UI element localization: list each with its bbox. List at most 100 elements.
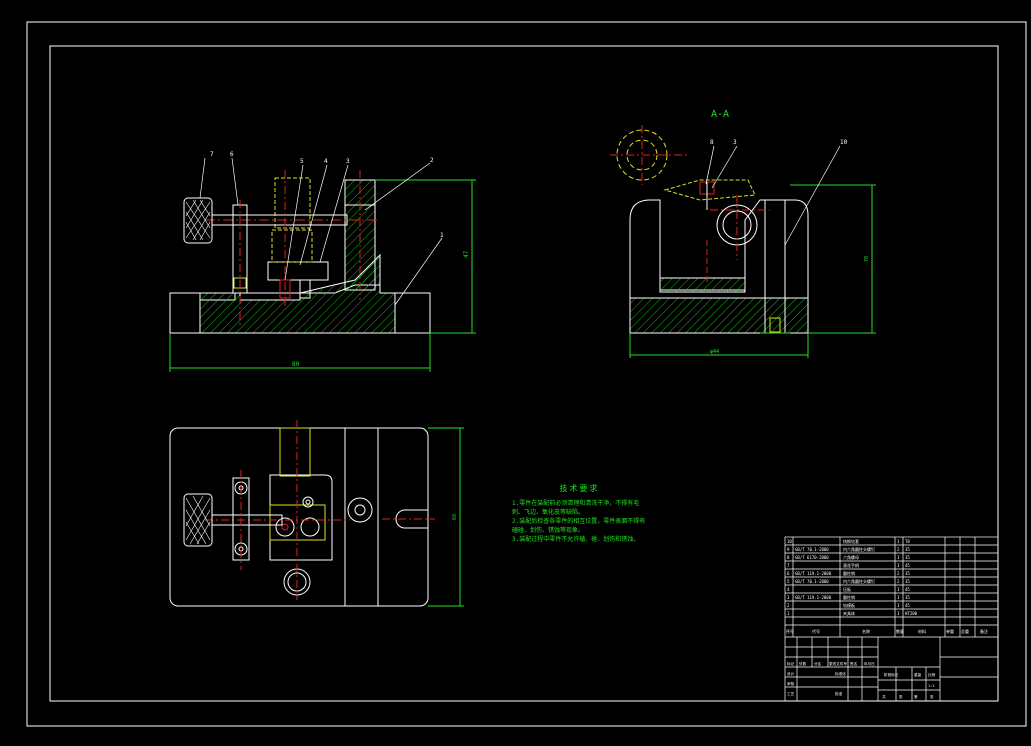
- sign-label: 标准化: [835, 671, 846, 676]
- front-height-dimension: 47: [463, 250, 470, 258]
- bom-row-name: 内六角圆柱头螺钉: [843, 546, 875, 552]
- bom-row-index: 3: [787, 595, 790, 600]
- scale-label: 阶段标记: [884, 672, 899, 677]
- bom-row-qty: 2: [897, 571, 900, 576]
- bom-row-name: 夹具体: [843, 610, 855, 616]
- bom-header: 序号 代号 名称 数量 材料 单重 总重 备注: [786, 628, 988, 634]
- outer-frame: [26, 21, 1027, 727]
- balloon-2: 2: [430, 157, 434, 164]
- bom-rows: 10 快换钻套 1 T8 9 GB/T 70.1-2000 内六角圆柱头螺钉 2…: [787, 538, 918, 616]
- bom-row-material: 35: [905, 595, 910, 600]
- bom-row-index: 2: [787, 603, 790, 608]
- sheet-label: 张: [899, 694, 903, 699]
- bom-row-material: HT200: [905, 611, 918, 616]
- bom-row-code: GB/T 70.1-2000: [795, 547, 829, 552]
- plan-view: [169, 420, 464, 607]
- bom-row-index: 7: [787, 563, 790, 568]
- bom-row-index: 5: [787, 579, 790, 584]
- bom-row-material: 45: [905, 603, 910, 608]
- bom-header-remarks: 备注: [980, 628, 988, 634]
- bom-row-material: 35: [905, 547, 910, 552]
- balloon-1: 1: [440, 232, 444, 239]
- title-block: [784, 536, 999, 702]
- bom-row-index: 1: [787, 611, 790, 616]
- sign-label: 年月日: [864, 661, 875, 666]
- bom-row-name: 滚花手柄: [843, 562, 859, 568]
- sign-label: 设计: [787, 671, 795, 676]
- bom-row-qty: 1: [897, 603, 900, 608]
- bom-row-index: 4: [787, 587, 790, 592]
- section-width-dimension: φ44: [710, 349, 719, 355]
- sign-label: 标记: [787, 661, 795, 666]
- sign-label: 批准: [835, 691, 843, 696]
- bom-row-name: 压板: [843, 586, 851, 592]
- sign-label: 处数: [799, 661, 807, 666]
- scale-label: 比例: [928, 672, 936, 677]
- balloon-6: 6: [230, 151, 234, 158]
- bom-row-material: 45: [905, 563, 910, 568]
- sign-label: 分区: [814, 661, 822, 666]
- front-width-dimension: 80: [292, 361, 300, 368]
- bom-row-name: 内六角圆柱头螺钉: [843, 578, 875, 584]
- bom-header-index: 序号: [786, 628, 794, 634]
- bom-row-qty: 2: [897, 579, 900, 584]
- bom-row-name: 快换钻套: [843, 538, 859, 544]
- inner-frame: [49, 45, 999, 702]
- sign-label: 更改文件号: [829, 661, 847, 666]
- section-height-dimension: 70: [864, 256, 870, 262]
- bom-header-qty: 数量: [896, 628, 904, 634]
- bom-row-qty: 1: [897, 611, 900, 616]
- bom-row-material: 45: [905, 587, 910, 592]
- scale-label: 重量: [914, 672, 922, 677]
- bom-header-total-weight: 总重: [961, 628, 969, 634]
- technical-notes-title: 技术要求: [559, 484, 600, 493]
- bom-row-material: 35: [905, 555, 910, 560]
- sign-label: 审核: [787, 681, 795, 686]
- sign-labels: 标记 处数 分区 更改文件号 签名 年月日 设计 标准化 审核 工艺 批准: [787, 661, 875, 696]
- sheet-label: 第: [914, 694, 918, 699]
- technical-note-line: 2.装配后检查各零件的相互位置，零件表面不得有磕碰、划伤、锈蚀等现象。: [512, 518, 646, 534]
- technical-note-line: 1.零件在装配前必须清理和清洗干净，不得有毛刺、飞边、氧化皮等缺陷。: [512, 500, 640, 516]
- bom-row-code: GB/T 119.1-2000: [795, 595, 832, 600]
- bom-row-material: T8: [905, 539, 910, 544]
- balloon-7: 7: [210, 151, 214, 158]
- sign-label: 工艺: [787, 691, 795, 696]
- section-label: A-A: [711, 109, 729, 120]
- section-balloon-10: 10: [840, 139, 848, 146]
- bom-row-material: 35: [905, 571, 910, 576]
- bom-row-index: 6: [787, 571, 790, 576]
- section-view: [610, 125, 876, 358]
- bom-row-name: 圆柱销: [843, 570, 855, 576]
- bom-row-material: 35: [905, 579, 910, 584]
- section-balloon-8: 8: [710, 139, 714, 146]
- bom-header-unit-weight: 单重: [946, 628, 954, 634]
- bom-row-code: GB/T 6170-2000: [795, 555, 829, 560]
- bom-row-qty: 1: [897, 563, 900, 568]
- bom-row-qty: 1: [897, 595, 900, 600]
- balloon-3: 3: [346, 158, 350, 165]
- technical-note-line: 3.装配过程中零件不允许磕、碰、划伤和锈蚀。: [512, 536, 640, 543]
- bom-row-code: GB/T 70.1-2000: [795, 579, 829, 584]
- sign-label: 签名: [850, 661, 858, 666]
- bom-row-qty: 1: [897, 587, 900, 592]
- bom-header-code: 代号: [812, 628, 820, 634]
- bom-header-name: 名称: [862, 628, 870, 634]
- bom-row-code: GB/T 119.1-2000: [795, 571, 832, 576]
- bom-row-qty: 2: [897, 547, 900, 552]
- sheet-label: 共: [882, 694, 886, 699]
- bom-row-qty: 1: [897, 555, 900, 560]
- section-balloon-3: 3: [733, 139, 737, 146]
- bom-header-material: 材料: [918, 628, 926, 634]
- bom-row-name: 六角螺母: [843, 554, 859, 560]
- sheet-label: 张: [930, 694, 934, 699]
- technical-notes: 技术要求 1.零件在装配前必须清理和清洗干净，不得有毛刺、飞边、氧化皮等缺陷。 …: [512, 484, 647, 544]
- balloon-5: 5: [300, 158, 304, 165]
- bom-row-index: 8: [787, 555, 790, 560]
- plan-height-dimension: 69: [452, 514, 458, 520]
- bom-row-name: 圆柱销: [843, 594, 855, 600]
- front-view: [169, 157, 476, 372]
- scale-row: 阶段标记 重量 比例 1:1 共 张 第 张: [882, 672, 936, 699]
- scale-value: 1:1: [928, 684, 935, 688]
- bom-row-qty: 1: [897, 539, 900, 544]
